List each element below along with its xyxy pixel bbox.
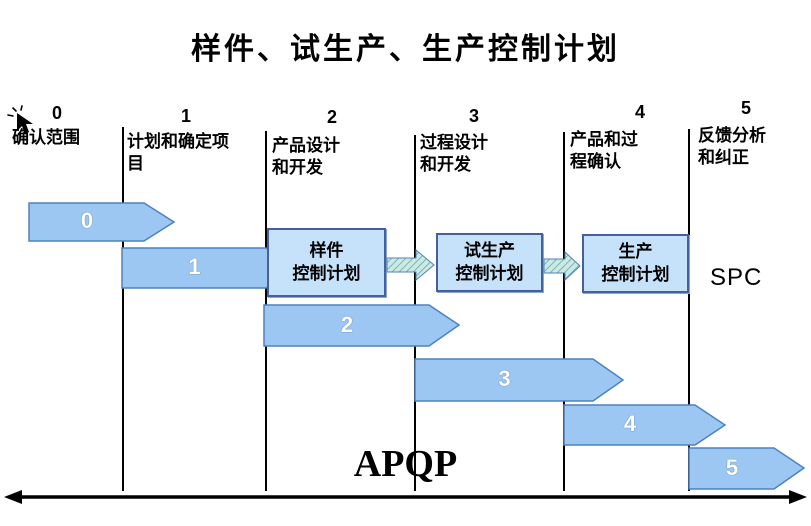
spc-label: SPC bbox=[710, 264, 763, 291]
control-plan-prototype-line-1: 样件 bbox=[309, 240, 344, 260]
phase-number-5: 5 bbox=[741, 98, 752, 118]
phase-label-1: 计划和确定项目 bbox=[127, 132, 229, 174]
phase-bar-3-number: 3 bbox=[498, 365, 511, 391]
connector-arrow-icon-2 bbox=[543, 251, 582, 281]
control-plan-preproduction-line-2: 控制计划 bbox=[455, 263, 524, 283]
control-plan-production-line-1: 生产 bbox=[618, 241, 653, 261]
phase-label-4: 产品和过程确认 bbox=[570, 130, 638, 172]
control-plan-preproduction-line-1: 试生产 bbox=[464, 240, 515, 260]
diagram-title: 样件、试生产、生产控制计划 bbox=[191, 33, 620, 66]
phase-bar-4: 4 bbox=[563, 404, 727, 446]
apqp-label: APQP bbox=[353, 443, 458, 485]
apqp-timeline-arrow bbox=[4, 490, 807, 504]
control-plan-box-preproduction: 试生产 控制计划 bbox=[436, 233, 543, 292]
phase-bar-4-number: 4 bbox=[623, 410, 637, 436]
phase-label-5: 反馈分析和纠正 bbox=[698, 126, 766, 168]
phase-bar-5-number: 5 bbox=[725, 454, 739, 480]
phase-divider-line-1 bbox=[122, 127, 124, 491]
phase-number-1: 1 bbox=[181, 106, 192, 126]
control-plan-box-production: 生产 控制计划 bbox=[582, 234, 689, 293]
phase-bar-0-number: 0 bbox=[80, 207, 94, 233]
phase-label-3: 过程设计和开发 bbox=[420, 133, 488, 175]
phase-divider-line-4 bbox=[563, 132, 565, 491]
phase-bar-3: 3 bbox=[414, 358, 625, 402]
mouse-cursor-icon bbox=[4, 104, 40, 140]
phase-bar-2-number: 2 bbox=[340, 311, 354, 337]
control-plan-prototype-line-2: 控制计划 bbox=[292, 263, 361, 283]
phase-label-0: 确认范围 bbox=[12, 128, 80, 147]
connector-arrow-icon-1 bbox=[386, 249, 436, 281]
control-plan-production-line-2: 控制计划 bbox=[601, 264, 670, 284]
phase-divider-line-5 bbox=[688, 129, 690, 491]
phase-bar-2: 2 bbox=[263, 304, 461, 347]
phase-number-3: 3 bbox=[469, 106, 480, 126]
phase-bar-1-number: 1 bbox=[188, 253, 201, 279]
phase-label-2: 产品设计和开发 bbox=[272, 136, 340, 178]
phase-bar-0: 0 bbox=[28, 202, 176, 242]
phase-number-2: 2 bbox=[327, 107, 338, 127]
phase-bar-5: 5 bbox=[688, 447, 806, 490]
phase-number-0: 0 bbox=[52, 103, 63, 123]
control-plan-box-prototype: 样件 控制计划 bbox=[267, 228, 386, 297]
phase-number-4: 4 bbox=[635, 102, 646, 122]
